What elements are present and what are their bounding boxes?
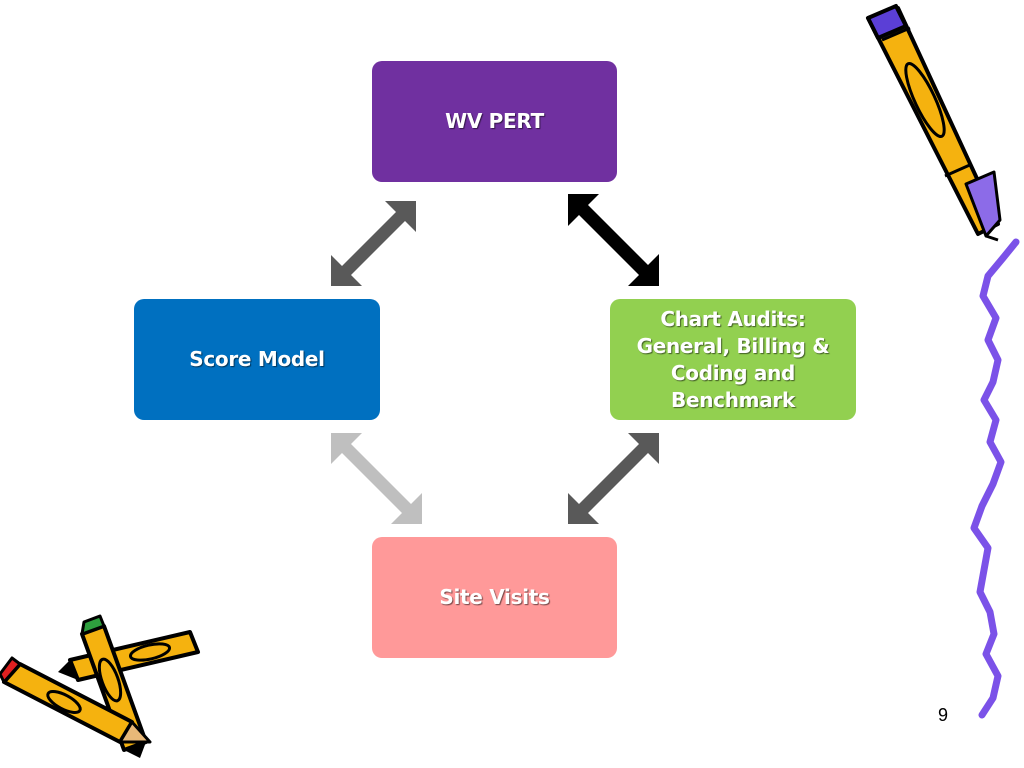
- connector-arrow-top-right: [568, 194, 659, 286]
- connector-arrow-bottom-left: [331, 433, 422, 524]
- node-wv-pert: WV PERT: [372, 61, 617, 182]
- connector-arrow-bottom-right: [568, 433, 659, 524]
- node-site-visits-label: Site Visits: [439, 585, 550, 609]
- node-chart-audits-line-2: General, Billing &: [636, 333, 830, 358]
- node-site-visits: Site Visits: [372, 537, 617, 658]
- squiggle-line: [970, 238, 1020, 719]
- pencil-icon: [866, 4, 1002, 242]
- connector-arrow-top-left: [331, 201, 416, 286]
- node-score-model-label: Score Model: [189, 347, 325, 371]
- node-chart-audits: Chart Audits: General, Billing & Coding …: [610, 299, 856, 420]
- node-chart-audits-line-1: Chart Audits:: [660, 306, 806, 331]
- page-number: 9: [938, 705, 949, 725]
- node-chart-audits-line-3: Coding and Benchmark: [670, 360, 796, 412]
- crossed-pencils-icon: [0, 614, 200, 758]
- node-score-model: Score Model: [134, 299, 380, 420]
- node-wv-pert-label: WV PERT: [445, 109, 544, 133]
